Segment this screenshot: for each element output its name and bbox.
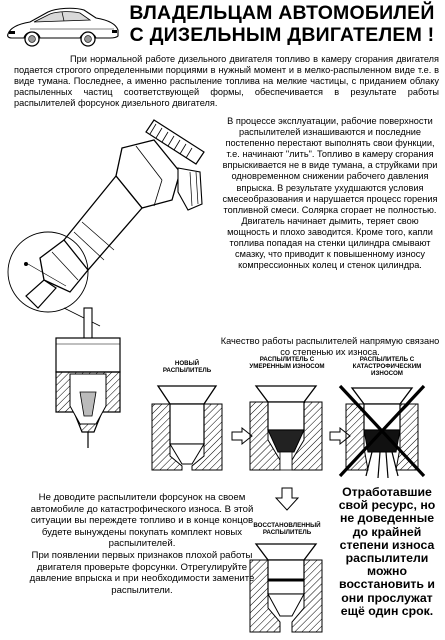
injector-illustration	[7, 119, 205, 448]
intro-paragraph: При нормальной работе дизельного двигате…	[14, 54, 439, 109]
title-line-2: С ДИЗЕЛЬНЫМ ДВИГАТЕЛЕМ !	[129, 24, 435, 46]
quality-paragraph: Качество работы распылителей напрямую св…	[220, 336, 440, 358]
caption-moderate-wear: РАСПЫЛИТЕЛЬ С УМЕРЕННЫМ ИЗНОСОМ	[249, 356, 325, 371]
intro-text: При нормальной работе дизельного двигате…	[14, 54, 439, 109]
nozzle-restored	[249, 543, 323, 633]
caption-new-nozzle: НОВЫЙ РАСПЫЛИТЕЛЬ	[162, 360, 212, 375]
nozzle-catastrophic	[338, 384, 426, 479]
advice-paragraph-1: Не доводите распылители форсунок на свое…	[30, 492, 254, 550]
caption-catastrophic-wear: РАСПЫЛИТЕЛЬ С КАТАСТРОФИЧЕСКИМ ИЗНОСОМ	[352, 356, 422, 378]
advice-text: Не доводите распылители форсунок на свое…	[24, 492, 260, 596]
wear-paragraph: В процессе эксплуатации, рабочие поверхн…	[222, 116, 438, 271]
nozzle-moderate	[249, 385, 323, 471]
title-line-1: ВЛАДЕЛЬЦАМ АВТОМОБИЛЕЙ	[129, 2, 435, 24]
quality-text: Качество работы распылителей напрямую св…	[218, 327, 442, 368]
restoration-callout: Отработавшие свой ресурс, но не доведенн…	[338, 485, 436, 618]
wear-description-text: В процессе эксплуатации, рабочие поверхн…	[221, 116, 439, 271]
advice-paragraph-2: При появлении первых признаков плохой ра…	[29, 549, 255, 596]
cross-out-line-2	[338, 384, 426, 478]
page-title: ВЛАДЕЛЬЦАМ АВТОМОБИЛЕЙ С ДИЗЕЛЬНЫМ ДВИГА…	[126, 2, 438, 46]
caption-restored-nozzle: ВОССТАНОВЛЕННЫЙ РАСПЫЛИТЕЛЬ	[253, 522, 321, 537]
cross-out-line-1	[338, 384, 426, 478]
car-illustration	[7, 7, 119, 47]
